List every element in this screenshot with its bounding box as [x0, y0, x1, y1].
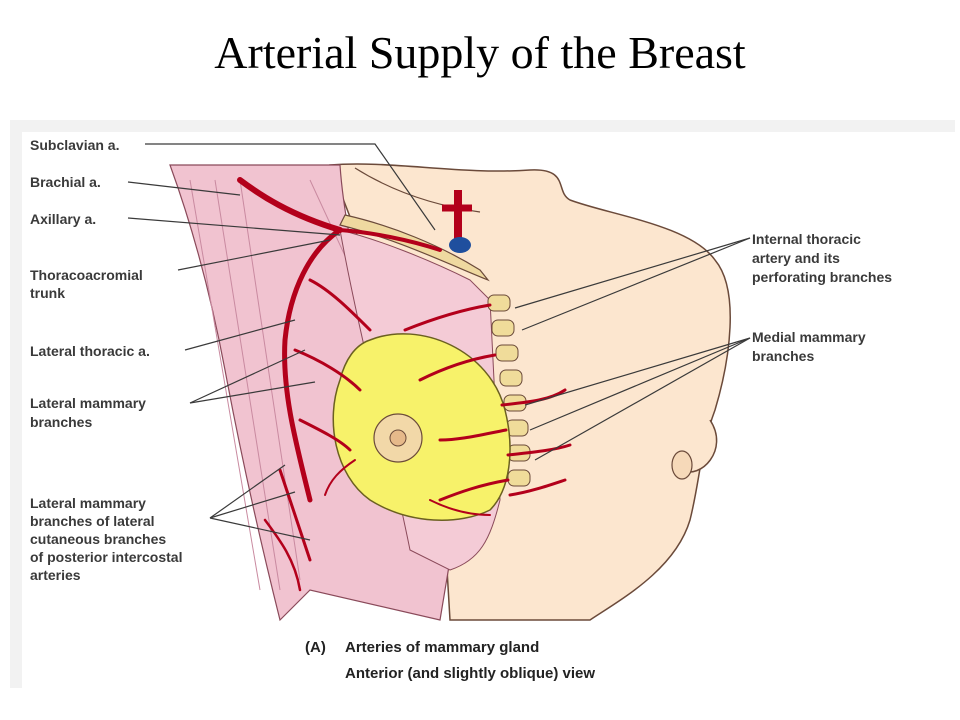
clavicle: [339, 214, 490, 282]
nipple: [389, 429, 407, 447]
caption-line1: Arteries of mammary gland: [345, 639, 539, 656]
label-lateral-mammary-lc-line2: branches of lateral: [30, 513, 155, 529]
leader-lines: [127, 143, 751, 541]
label-lateral-mammary-lc-line4: of posterior intercostal: [30, 549, 182, 565]
label-subclavian: Subclavian a.: [30, 137, 119, 153]
profile-nipple: [671, 450, 693, 480]
mammary-gland: [332, 333, 511, 521]
muscle-fiber: [214, 179, 281, 591]
muscle-fiber: [239, 179, 301, 581]
caption-tag: (A): [305, 639, 326, 656]
breast-arterial-diagram: Subclavian a. Brachial a. Axillary a. Th…: [22, 132, 955, 688]
arteries: [237, 177, 572, 592]
label-internal-thoracic-line2: artery and its: [752, 250, 840, 266]
slide-title: Arterial Supply of the Breast: [214, 27, 746, 78]
vein-cross-section: [449, 237, 471, 253]
label-internal-thoracic-line1: Internal thoracic: [752, 231, 861, 247]
label-lateral-mammary-line1: Lateral mammary: [30, 395, 146, 411]
label-brachial: Brachial a.: [30, 174, 101, 190]
label-internal-thoracic-line3: perforating branches: [752, 269, 892, 285]
label-medial-mammary-line1: Medial mammary: [752, 329, 866, 345]
label-lateral-mammary-lc-line5: arteries: [30, 567, 81, 583]
label-thoracoacromial-line1: Thoracoacromial: [30, 267, 143, 283]
label-lateral-mammary-lc-line1: Lateral mammary: [30, 495, 146, 511]
muscle-fiber: [189, 179, 261, 591]
label-lateral-mammary-line2: branches: [30, 414, 92, 430]
label-lateral-mammary-lc-line3: cutaneous branches: [30, 531, 166, 547]
label-axillary: Axillary a.: [30, 211, 96, 227]
label-thoracoacromial-line2: trunk: [30, 285, 65, 301]
anatomy-figure: Subclavian a. Brachial a. Axillary a. Th…: [10, 120, 955, 688]
label-medial-mammary-line2: branches: [752, 348, 814, 364]
label-lateral-thoracic: Lateral thoracic a.: [30, 343, 150, 359]
caption-line2: Anterior (and slightly oblique) view: [345, 665, 595, 682]
